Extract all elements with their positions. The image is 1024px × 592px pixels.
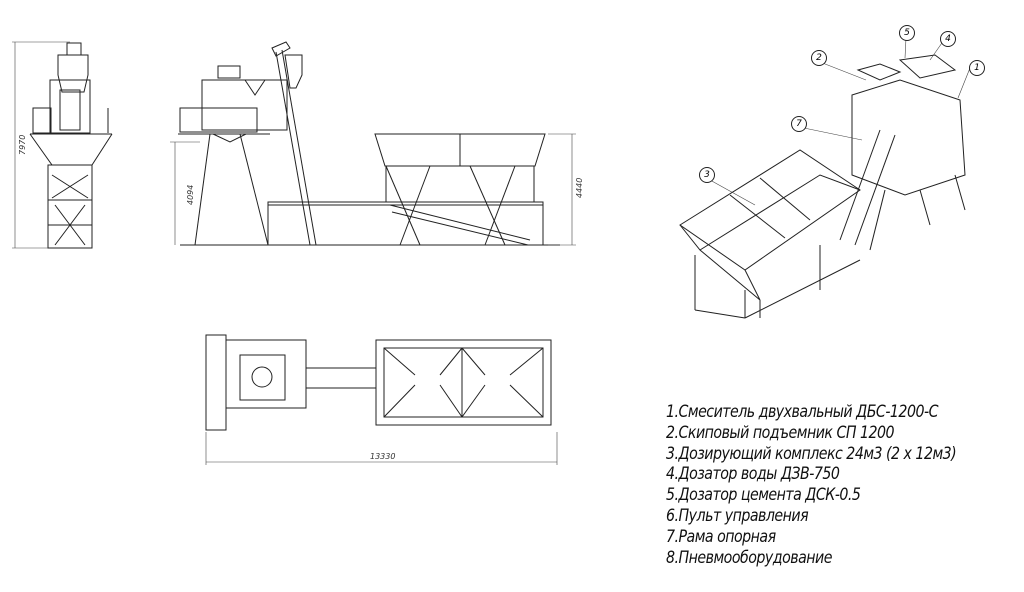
callout-7: 7	[791, 116, 807, 132]
callout-3: 3	[699, 167, 715, 183]
isometric-view	[679, 37, 971, 319]
legend-item: 8.Пневмооборудование	[666, 547, 832, 567]
legend-item: 2.Скиповый подъемник СП 1200	[666, 422, 895, 442]
front-view	[12, 41, 113, 249]
callout-5: 5	[899, 25, 915, 41]
callout-1: 1	[969, 60, 985, 76]
dimension-bin-height: 4440	[575, 177, 584, 198]
dimension-plan-length: 13330	[370, 452, 396, 461]
legend-item: 6.Пульт управления	[666, 505, 809, 525]
callout-2: 2	[811, 50, 827, 66]
component-legend: 1.Смеситель двухвальный ДБС-1200-С 2.Ски…	[666, 402, 957, 568]
legend-item: 1.Смеситель двухвальный ДБС-1200-С	[666, 402, 938, 421]
legend-item: 3.Дозирующий комплекс 24м3 (2 х 12м3)	[666, 443, 957, 463]
side-view	[170, 41, 576, 246]
legend-item: 7.Рама опорная	[666, 526, 776, 546]
plan-view	[205, 334, 558, 465]
legend-item: 4.Дозатор воды ДЗВ-750	[666, 464, 840, 484]
dimension-mixer-height: 4094	[186, 184, 195, 205]
dimension-front-height: 7970	[18, 134, 27, 155]
callout-4: 4	[940, 31, 956, 47]
legend-item: 5.Дозатор цемента ДСК-0.5	[666, 485, 861, 505]
